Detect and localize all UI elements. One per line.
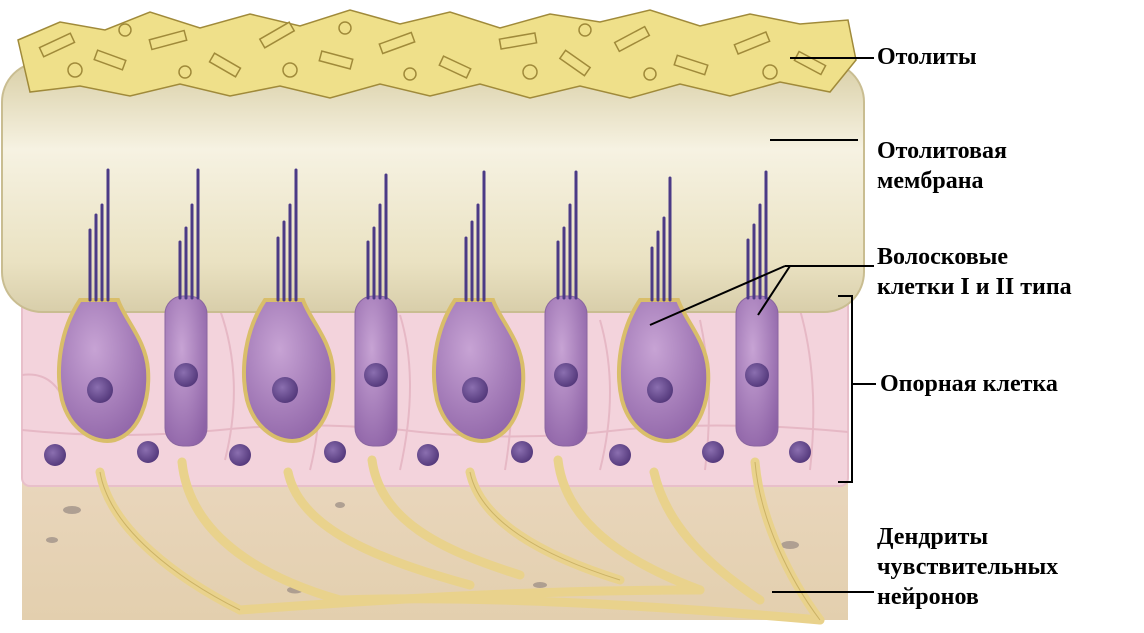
label-dendrites: Дендриты чувствительных нейронов: [877, 522, 1058, 612]
label-volosk-line-1: Волосковые: [877, 242, 1072, 272]
label-support-cell: Опорная клетка: [880, 369, 1058, 399]
label-dendrity-line-3: нейронов: [877, 582, 1058, 612]
label-opornaya-text: Опорная клетка: [880, 371, 1058, 397]
label-hair-cells: Волосковые клетки I и II типа: [877, 242, 1072, 302]
label-otolithic-membrane: Отолитовая мембрана: [877, 136, 1007, 196]
otolithic-membrane: [2, 62, 864, 312]
otolith-crystals: [18, 10, 856, 98]
label-otolity-text: Отолиты: [877, 44, 977, 70]
label-dendrity-line-1: Дендриты: [877, 522, 1058, 552]
label-otolity: Отолиты: [877, 42, 977, 72]
label-dendrity-line-2: чувствительных: [877, 552, 1058, 582]
label-membrana-line-2: мембрана: [877, 166, 1007, 196]
label-membrana-line-1: Отолитовая: [877, 136, 1007, 166]
label-volosk-line-2: клетки I и II типа: [877, 272, 1072, 302]
